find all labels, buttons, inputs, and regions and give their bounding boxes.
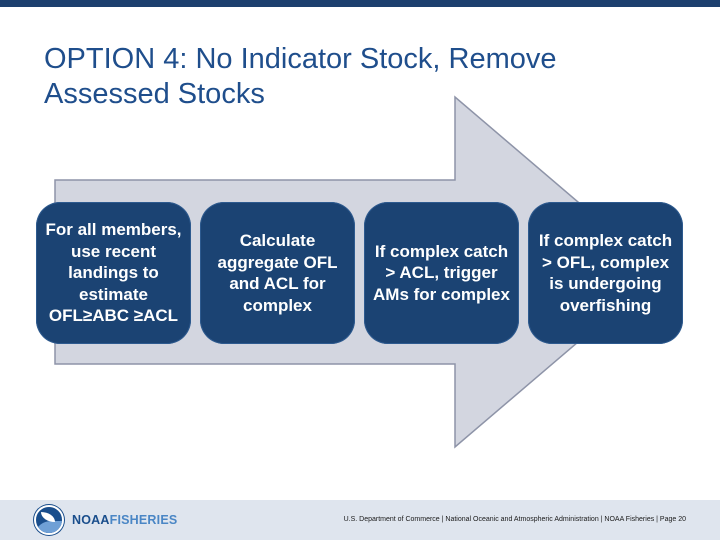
slide-title: OPTION 4: No Indicator Stock, Remove Ass… — [44, 42, 684, 112]
step-box-3: If complex catch > ACL, trigger AMs for … — [364, 202, 519, 344]
process-arrow-shape — [54, 95, 662, 449]
step-box-1: For all members, use recent landings to … — [36, 202, 191, 344]
step-text-3: If complex catch > ACL, trigger AMs for … — [373, 241, 510, 304]
footer-bar — [0, 500, 720, 540]
slide-title-line-1: OPTION 4: No Indicator Stock, Remove — [44, 43, 557, 75]
step-text-2: Calculate aggregate OFL and ACL for comp… — [217, 231, 338, 315]
top-bar — [0, 0, 720, 7]
logo-noaa-text: NOAA — [72, 513, 110, 527]
noaa-fisheries-logo: NOAAFISHERIES — [34, 505, 177, 535]
slide-title-line-2: Assessed Stocks — [44, 78, 265, 110]
noaa-emblem-icon — [34, 505, 64, 535]
logo-wordmark: NOAAFISHERIES — [72, 513, 177, 527]
step-box-2: Calculate aggregate OFL and ACL for comp… — [200, 202, 355, 344]
footer-note: U.S. Department of Commerce | National O… — [343, 516, 686, 523]
logo-fisheries-text: FISHERIES — [109, 513, 178, 527]
step-text-4: If complex catch > OFL, complex is under… — [538, 231, 673, 315]
step-box-4: If complex catch > OFL, complex is under… — [528, 202, 683, 344]
step-text-1: For all members, use recent landings to … — [45, 220, 182, 326]
